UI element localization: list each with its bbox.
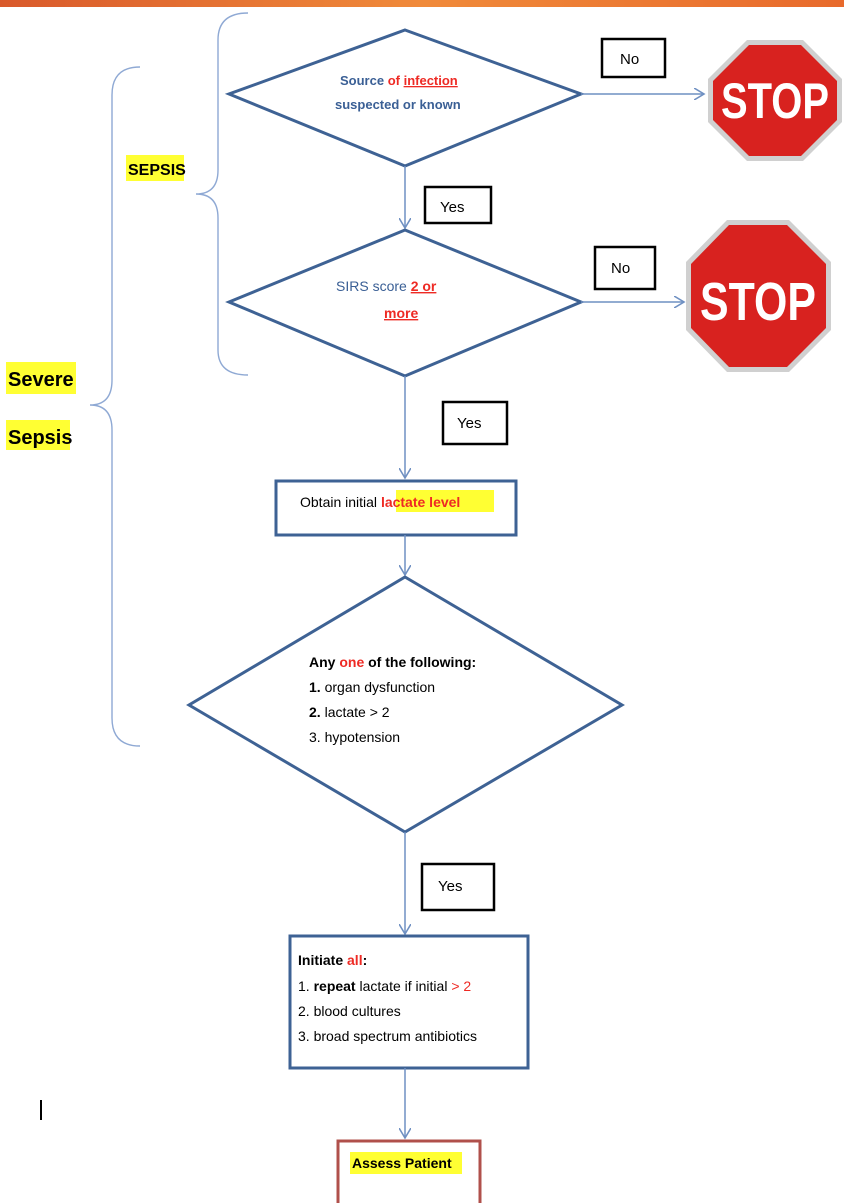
initiate-heading: Initiate all: bbox=[298, 952, 367, 968]
initiate-box bbox=[288, 934, 530, 1070]
no-box-1 bbox=[600, 37, 667, 79]
decision-sirs-diamond bbox=[225, 228, 585, 378]
severe-label-highlight bbox=[6, 362, 76, 394]
assess-label: Assess Patient bbox=[352, 1155, 452, 1171]
severe-label: Severe bbox=[8, 369, 74, 391]
yes-label-3: Yes bbox=[438, 878, 462, 895]
criteria-item-2: 2. lactate > 2 bbox=[309, 704, 390, 720]
initiate-item-3: 3. broad spectrum antibiotics bbox=[298, 1028, 477, 1044]
yes-box-2 bbox=[441, 400, 509, 446]
criteria-heading: Any one of the following: bbox=[309, 654, 476, 670]
no-box-2 bbox=[593, 245, 657, 291]
initiate-item-2: 2. blood cultures bbox=[298, 1003, 401, 1019]
yes-box-3 bbox=[420, 862, 496, 912]
decision-infection-line1: Source of infection bbox=[340, 73, 458, 88]
sepsis-label-highlight bbox=[126, 155, 184, 181]
criteria-item-1: 1. organ dysfunction bbox=[309, 679, 435, 695]
decision-criteria-diamond bbox=[186, 575, 625, 834]
decision-sirs-line2: more bbox=[384, 305, 418, 321]
criteria-item-3: 3. hypotension bbox=[309, 729, 400, 745]
decision-sirs-line1: SIRS score 2 or bbox=[336, 278, 437, 294]
lactate-highlight bbox=[396, 490, 494, 512]
stop-sign-1: STOP bbox=[708, 40, 842, 161]
stop-sign-2: STOP bbox=[686, 220, 831, 372]
top-accent-bar bbox=[0, 0, 844, 7]
sepsis-bracket bbox=[195, 12, 249, 376]
initiate-item-1: 1. repeat lactate if initial > 2 bbox=[298, 978, 471, 994]
no-label-2: No bbox=[611, 260, 630, 277]
decision-infection-line2: suspected or known bbox=[335, 97, 461, 112]
sepsis-label: SEPSIS bbox=[128, 162, 186, 179]
no-label-1: No bbox=[620, 51, 639, 68]
stop-sign-2-text: STOP bbox=[700, 272, 816, 332]
yes-label-1: Yes bbox=[440, 199, 464, 216]
stop-sign-1-text: STOP bbox=[721, 73, 829, 129]
lactate-box-text: Obtain initial lactate level bbox=[300, 494, 460, 510]
assess-highlight bbox=[350, 1152, 462, 1174]
sepsis-label-2: Sepsis bbox=[8, 427, 72, 449]
yes-box-1 bbox=[423, 185, 493, 225]
sepsis-label-2-highlight bbox=[6, 420, 70, 450]
yes-label-2: Yes bbox=[457, 415, 481, 432]
severe-sepsis-bracket bbox=[89, 66, 141, 747]
text-cursor-mark bbox=[40, 1100, 42, 1120]
